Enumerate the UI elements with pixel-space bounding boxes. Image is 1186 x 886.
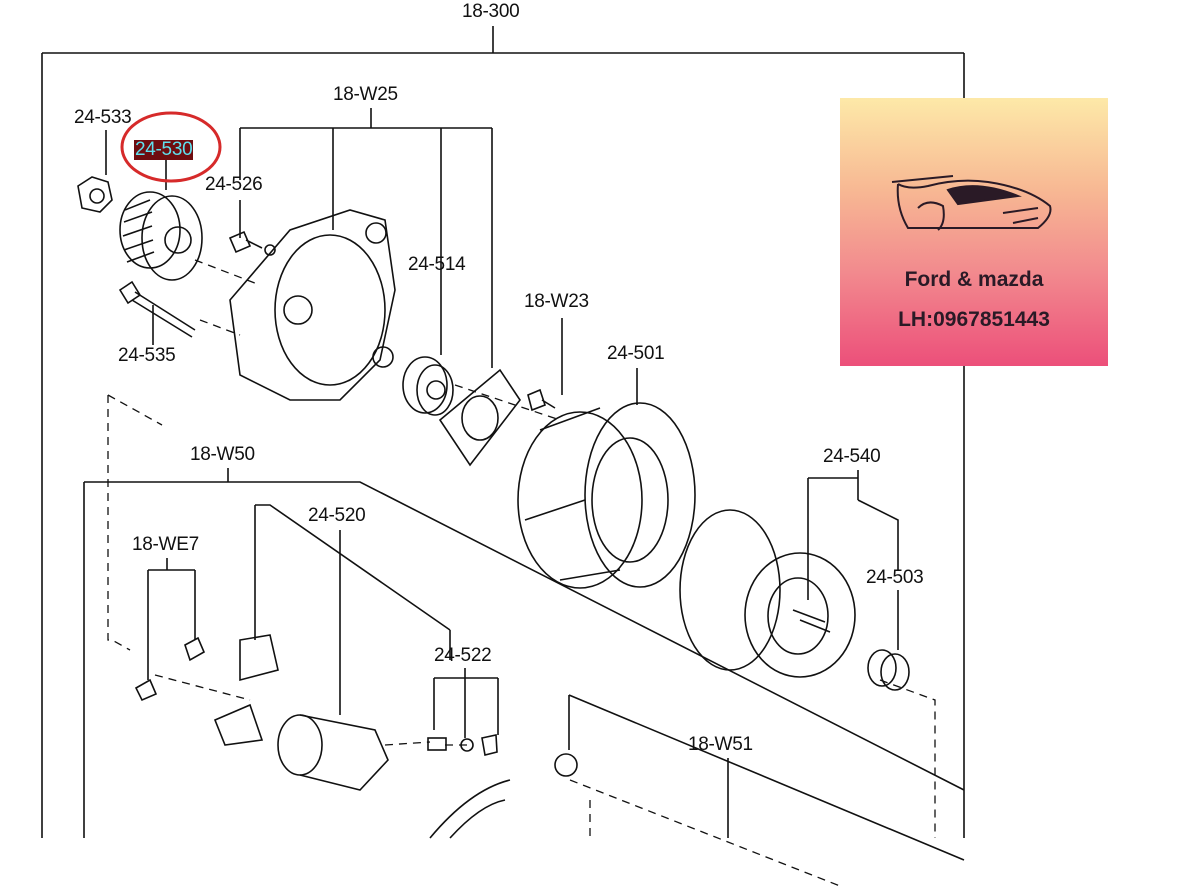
label-18-W23: 18-W23 [524,291,589,312]
label-24-540: 24-540 [823,446,881,467]
label-18-300: 18-300 [462,1,520,22]
pulley-part [119,191,203,281]
label-24-535: 24-535 [118,345,176,366]
regulator-part [277,714,389,791]
logo-phone-text: LH:0967851443 [898,308,1050,331]
label-18-W50: 18-W50 [190,444,255,465]
label-24-530-highlighted: 24-530 [134,139,194,160]
nut-part [77,176,113,213]
bracket-18-W25 [239,108,493,368]
label-24-514: 24-514 [408,254,466,275]
rear-bearing-part [867,649,910,691]
label-24-520: 24-520 [308,505,366,526]
screw-18-W23-part [527,388,556,412]
brush-parts [427,734,498,756]
rear-housing-part [429,753,578,839]
shop-logo-watermark: Ford & mazda LH:0967851443 [840,98,1108,366]
bolt-24-526-part [228,230,263,254]
assembly-bracket [41,26,965,838]
label-24-522: 24-522 [434,645,492,666]
through-bolt-part [118,280,196,338]
terminal-parts [134,634,279,746]
rotor-part [679,509,856,678]
highlight-circle [120,111,222,183]
label-24-503: 24-503 [866,567,924,588]
logo-brand-text: Ford & mazda [904,268,1044,291]
label-24-526: 24-526 [205,174,263,195]
label-24-501: 24-501 [607,343,665,364]
label-24-533: 24-533 [74,107,132,128]
bearing-part [402,356,454,416]
label-18-W25: 18-W25 [333,84,398,105]
retainer-plate-part [438,368,521,467]
front-housing-part [229,209,396,401]
stator-part [517,402,696,589]
label-18-WE7: 18-WE7 [132,534,199,555]
sports-car-icon [891,175,1052,231]
label-18-W51: 18-W51 [688,734,753,755]
